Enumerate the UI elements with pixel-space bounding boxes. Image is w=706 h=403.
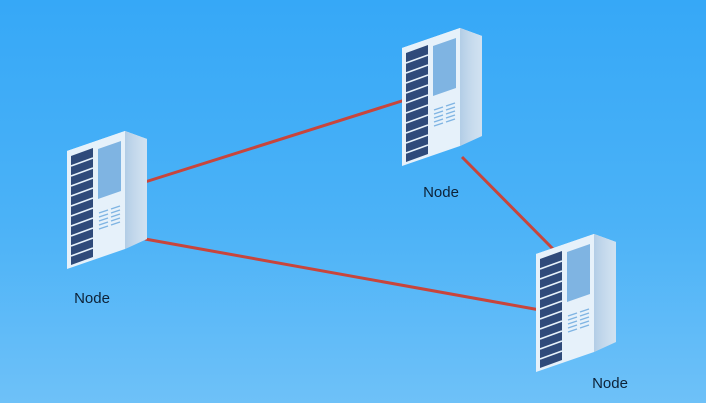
node-label-a: Node (74, 290, 110, 307)
node-label-b: Node (423, 184, 459, 201)
server-rack-icon-node-a[interactable] (66, 130, 148, 270)
node-label-c: Node (592, 375, 628, 392)
server-rack-icon-node-b[interactable] (401, 27, 483, 167)
link-node-a-node-b (144, 98, 406, 184)
server-rack-icon-node-c[interactable] (535, 233, 617, 373)
link-node-b-node-c (460, 155, 559, 255)
link-node-a-node-c (144, 237, 541, 312)
